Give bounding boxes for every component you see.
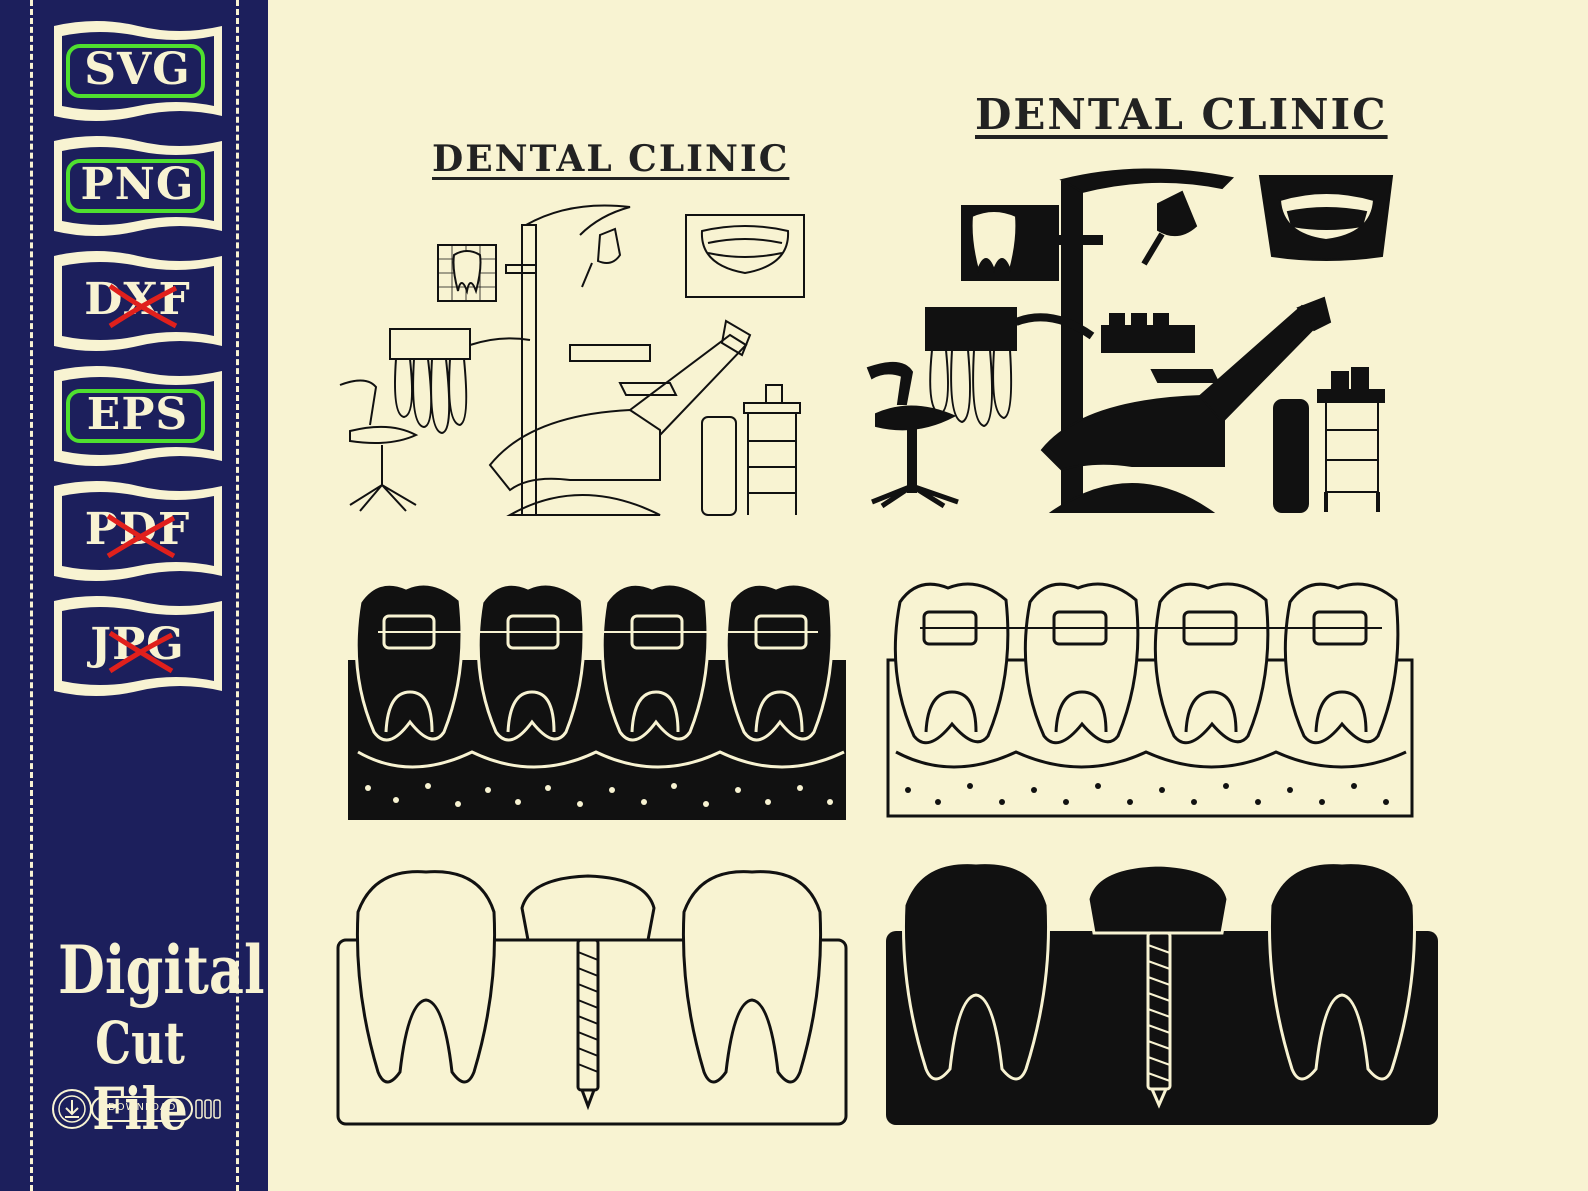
outline-clinic-title: DENTAL CLINIC bbox=[432, 138, 790, 180]
unavailable-cross-icon bbox=[108, 630, 174, 674]
xray-tooth-icon bbox=[961, 205, 1059, 281]
format-badge-png: PNG bbox=[52, 133, 223, 239]
available-frame bbox=[66, 44, 205, 98]
wavy-banner-icon bbox=[54, 481, 222, 581]
stool-icon bbox=[866, 361, 959, 509]
xray-tooth-icon bbox=[437, 244, 497, 302]
dental-chair-icon bbox=[488, 319, 752, 516]
teeth-poster-icon bbox=[685, 214, 805, 298]
format-badge-svg: SVG bbox=[52, 18, 223, 124]
left-stitch-line bbox=[30, 0, 33, 1191]
format-badge-pdf: PDF bbox=[52, 478, 223, 584]
braces-silhouette-illustration bbox=[348, 582, 846, 820]
braces-outline-illustration bbox=[886, 582, 1414, 818]
format-badge-eps: EPS bbox=[52, 363, 223, 469]
wavy-banner-icon bbox=[54, 596, 222, 696]
format-badge-dxf: DXF bbox=[52, 248, 223, 354]
available-frame bbox=[66, 389, 205, 443]
right-stitch-line bbox=[236, 0, 239, 1191]
download-button[interactable]: DOWNLOAD bbox=[50, 1085, 225, 1133]
cut-file-heading: Cut File bbox=[92, 1009, 188, 1143]
trolley-icon bbox=[1317, 367, 1385, 512]
download-bar-icon bbox=[52, 1089, 221, 1129]
available-frame bbox=[66, 159, 205, 213]
format-label-dxf: DXF bbox=[84, 274, 191, 325]
stool-icon bbox=[339, 379, 419, 512]
brackets bbox=[378, 614, 818, 650]
silhouette-clinic-title: DENTAL CLINIC bbox=[975, 90, 1388, 139]
trolley-icon bbox=[743, 384, 801, 515]
format-label-pdf: PDF bbox=[84, 504, 191, 555]
format-label-svg: SVG bbox=[84, 44, 191, 95]
cabinet-icon bbox=[701, 416, 737, 516]
instrument-tray-icon bbox=[389, 328, 531, 435]
unavailable-cross-icon bbox=[106, 513, 176, 559]
cabinet-icon bbox=[1273, 399, 1309, 513]
gum-dots bbox=[365, 783, 833, 807]
gum-dots bbox=[905, 783, 1389, 805]
format-label-eps: EPS bbox=[86, 389, 189, 440]
brackets bbox=[920, 610, 1382, 646]
implant-silhouette-illustration bbox=[886, 861, 1438, 1125]
dental-chair-icon bbox=[1040, 296, 1332, 513]
format-badge-jpg: JPG bbox=[52, 593, 223, 699]
format-label-png: PNG bbox=[80, 159, 195, 210]
silhouette-clinic-illustration bbox=[866, 168, 1394, 513]
implant-outline-illustration bbox=[336, 870, 848, 1126]
download-label: DOWNLOAD bbox=[108, 1102, 177, 1113]
unavailable-cross-icon bbox=[108, 283, 178, 329]
wavy-banner-icon bbox=[54, 251, 222, 351]
format-label-jpg: JPG bbox=[90, 619, 185, 670]
format-sidebar: SVG PNG DXF EPS PDF bbox=[0, 0, 268, 1191]
teeth-poster-icon bbox=[1258, 175, 1394, 261]
outline-clinic-illustration bbox=[339, 204, 805, 516]
digital-heading: Digital bbox=[58, 931, 265, 1009]
